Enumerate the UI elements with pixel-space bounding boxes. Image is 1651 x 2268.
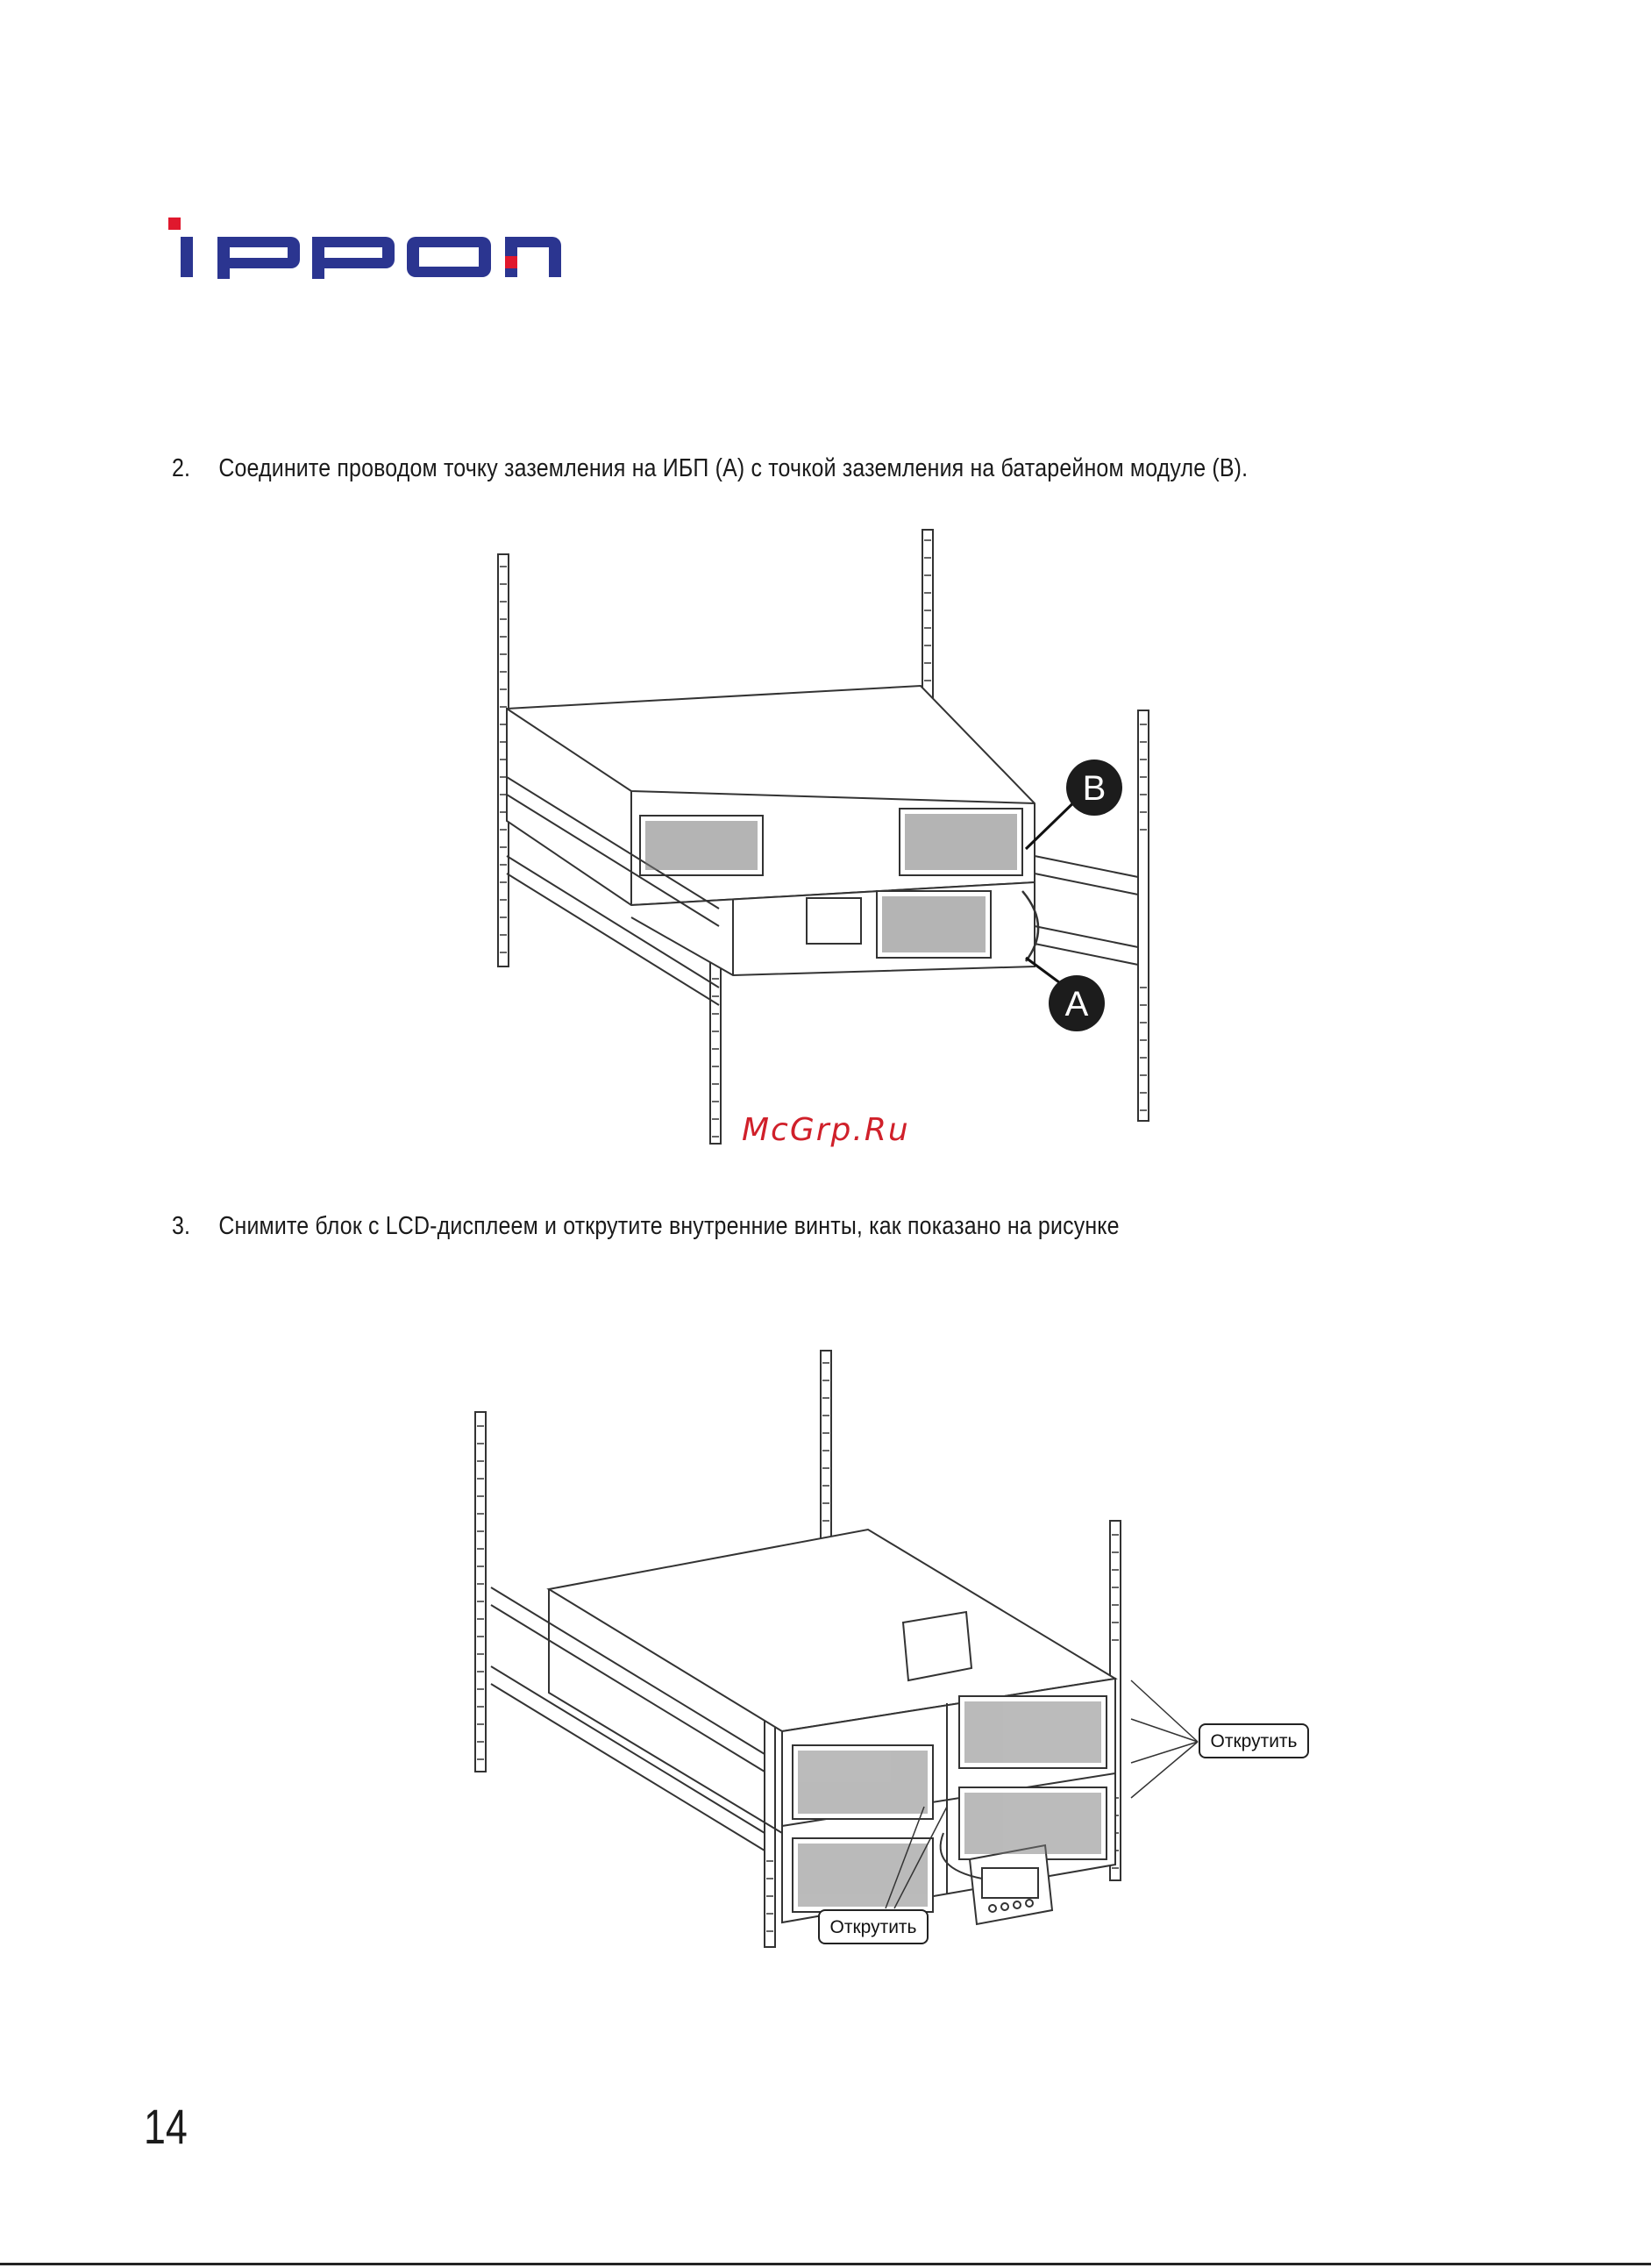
logo-accent-square xyxy=(168,218,181,230)
step-3-number: 3. xyxy=(172,1212,218,1241)
label-b: B xyxy=(1083,769,1107,808)
page-number: 14 xyxy=(144,2098,188,2155)
logo-accent-square-2 xyxy=(505,256,517,268)
callout-unscrew-bottom: Открутить xyxy=(830,1917,917,1937)
step-2: 2.Соедините проводом точку заземления на… xyxy=(172,454,1248,483)
bottom-divider xyxy=(0,2263,1651,2265)
watermark: McGrp.Ru xyxy=(742,1112,910,1148)
step-3: 3.Снимите блок с LCD-дисплеем и открутит… xyxy=(172,1212,1120,1241)
callout-unscrew-right: Открутить xyxy=(1211,1731,1298,1751)
step-3-text: Снимите блок с LCD-дисплеем и открутите … xyxy=(218,1212,1119,1240)
label-a: A xyxy=(1065,985,1089,1023)
step-2-number: 2. xyxy=(172,454,218,483)
unscrew-diagram: Открутить Открутить xyxy=(456,1342,1333,1956)
ippon-logo xyxy=(165,216,561,279)
grounding-diagram: B A xyxy=(465,523,1184,1154)
step-2-text: Соедините проводом точку заземления на И… xyxy=(218,454,1248,482)
